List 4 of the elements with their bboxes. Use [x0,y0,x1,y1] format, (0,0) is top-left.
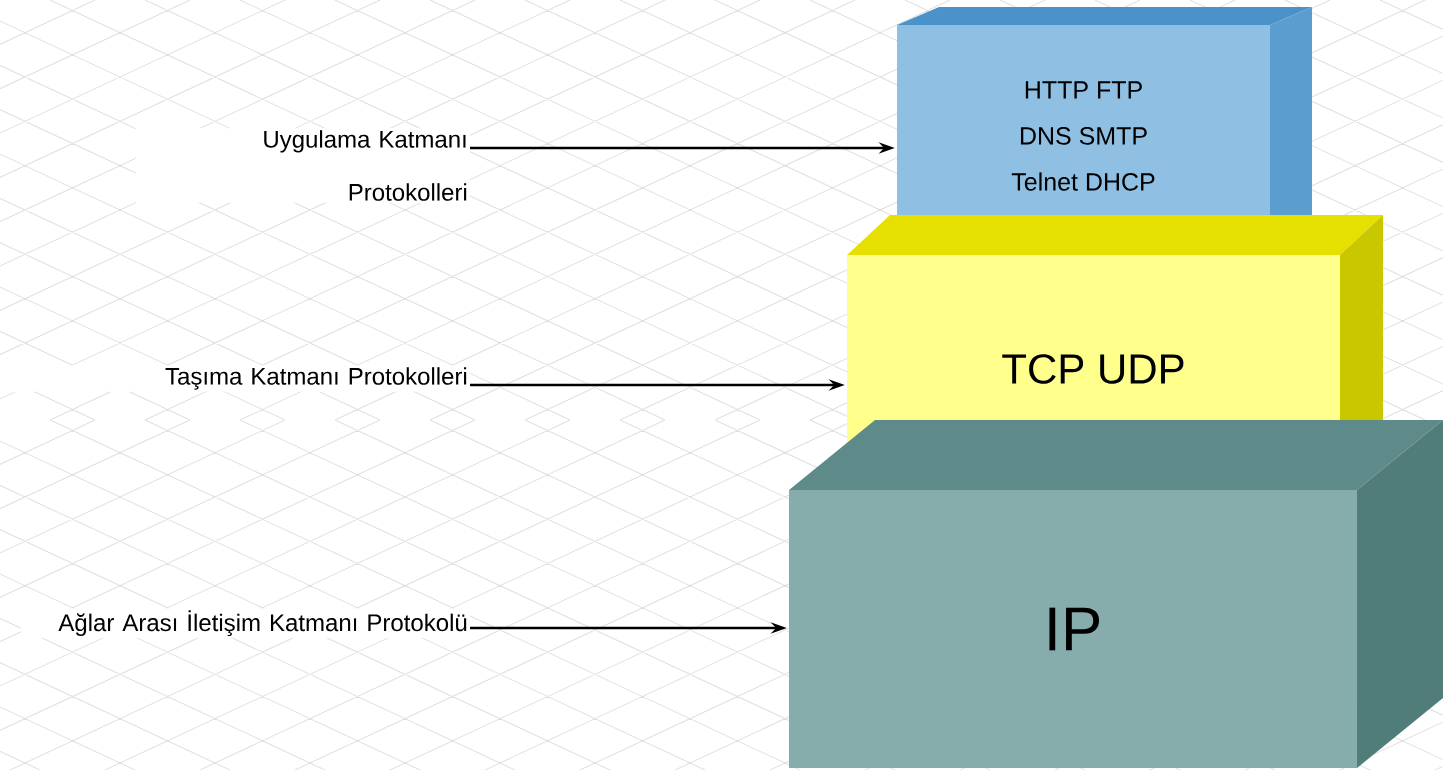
layer-label: Taşıma Katmanı Protokolleri [0,365,470,392]
layer-box: IP [789,420,1443,768]
layer-label: Ağlar Arası İletişim Katmanı Protokolü [20,608,470,639]
layer-label: Uygulama Katmanı Protokolleri [135,128,470,203]
